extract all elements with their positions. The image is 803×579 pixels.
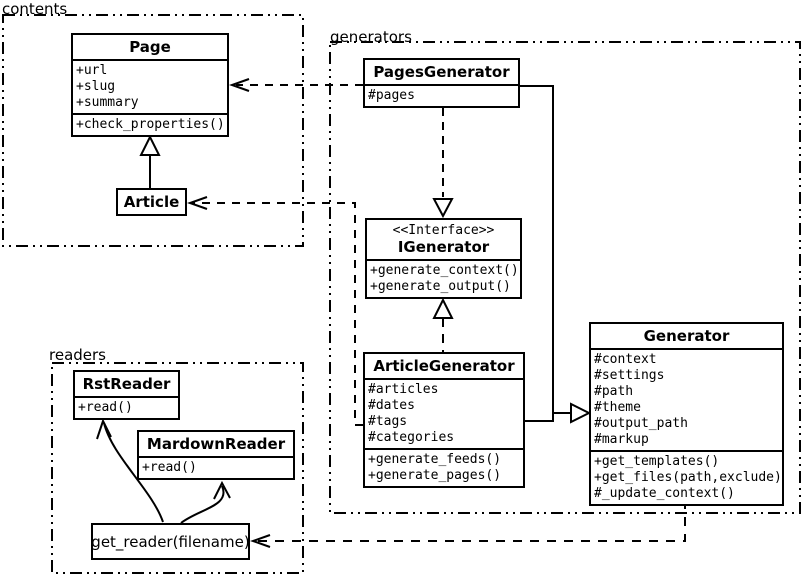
class-articlegenerator-title: ArticleGenerator bbox=[373, 357, 515, 375]
edge-articlegenerator-implements-igenerator bbox=[432, 297, 454, 352]
class-article: Article bbox=[116, 188, 187, 216]
class-generator-attributes: #context #settings #path #theme #output_… bbox=[591, 348, 782, 450]
class-markdownreader-methods: +read() bbox=[139, 456, 293, 478]
class-page-title: Page bbox=[129, 38, 171, 56]
package-generators-label: generators bbox=[330, 28, 412, 46]
class-page: Page +url +slug +summary +check_properti… bbox=[71, 33, 229, 137]
class-articlegenerator-methods: +generate_feeds() +generate_pages() bbox=[365, 448, 523, 486]
class-rstreader: RstReader +read() bbox=[73, 370, 180, 420]
class-rstreader-title: RstReader bbox=[82, 375, 171, 393]
edge-pagesgenerator-extends-generator bbox=[520, 85, 571, 414]
attribute: #articles bbox=[368, 382, 439, 397]
attribute: +slug bbox=[76, 79, 116, 94]
edge-generator-uses-getreader bbox=[249, 500, 686, 548]
class-article-title: Article bbox=[123, 193, 180, 211]
class-pagesgenerator: PagesGenerator #pages bbox=[363, 58, 520, 108]
class-igenerator-methods: +generate_context() +generate_output() bbox=[367, 259, 520, 297]
edge-articlegenerator-uses-article bbox=[186, 196, 363, 426]
class-igenerator-title: <<Interface>> IGenerator bbox=[367, 220, 520, 259]
package-contents-label: contents bbox=[2, 0, 68, 18]
method: +generate_feeds() bbox=[368, 452, 502, 467]
method: +check_properties() bbox=[76, 117, 225, 132]
class-generator-title: Generator bbox=[643, 327, 730, 345]
attribute: #markup bbox=[594, 432, 649, 447]
method: #_update_context() bbox=[594, 486, 735, 501]
attribute: #settings bbox=[594, 368, 665, 383]
class-generator-methods: +get_templates() +get_files(path,exclude… bbox=[591, 450, 782, 504]
class-pagesgenerator-attributes: #pages bbox=[365, 84, 518, 106]
method: +read() bbox=[142, 460, 197, 475]
class-pagesgenerator-title: PagesGenerator bbox=[373, 63, 510, 81]
class-generator: Generator #context #settings #path #them… bbox=[589, 322, 784, 506]
attribute: #output_path bbox=[594, 416, 688, 431]
edge-getreader-to-markdownreader bbox=[180, 480, 231, 524]
package-generators-border bbox=[329, 41, 801, 514]
attribute: #context bbox=[594, 352, 657, 367]
class-articlegenerator: ArticleGenerator #articles #dates #tags … bbox=[363, 352, 525, 488]
method: +get_templates() bbox=[594, 454, 720, 469]
method: +generate_context() bbox=[370, 263, 519, 278]
edge-getreader-to-rstreader bbox=[96, 418, 164, 523]
attribute: #path bbox=[594, 384, 634, 399]
edge-article-extends-page bbox=[139, 134, 161, 188]
edge-pagesgenerator-implements-igenerator bbox=[432, 108, 454, 219]
package-readers-label: readers bbox=[49, 346, 106, 364]
edge-pagesgenerator-uses-page bbox=[228, 78, 363, 92]
method: +read() bbox=[78, 400, 133, 415]
class-markdownreader: MardownReader +read() bbox=[137, 430, 295, 480]
class-page-methods: +check_properties() bbox=[73, 113, 227, 135]
attribute: +summary bbox=[76, 95, 139, 110]
class-igenerator-stereotype: <<Interface>> bbox=[392, 223, 495, 238]
edge-articlegenerator-extends-generator bbox=[525, 402, 592, 424]
attribute: #categories bbox=[368, 430, 455, 445]
class-articlegenerator-attributes: #articles #dates #tags #categories bbox=[365, 378, 523, 448]
class-igenerator: <<Interface>> IGenerator +generate_conte… bbox=[365, 218, 522, 299]
node-get-reader: get_reader(filename) bbox=[91, 523, 250, 560]
method: +get_files(path,exclude) bbox=[594, 470, 782, 485]
attribute: #pages bbox=[368, 88, 415, 103]
attribute: #dates bbox=[368, 398, 415, 413]
attribute: +url bbox=[76, 63, 108, 78]
attribute: #tags bbox=[368, 414, 408, 429]
package-readers-border bbox=[51, 362, 304, 574]
class-markdownreader-title: MardownReader bbox=[146, 435, 286, 453]
method: +generate_output() bbox=[370, 279, 511, 294]
package-contents-border bbox=[2, 14, 304, 247]
method: +generate_pages() bbox=[368, 468, 502, 483]
class-igenerator-name: IGenerator bbox=[397, 238, 490, 256]
class-rstreader-methods: +read() bbox=[75, 396, 178, 418]
attribute: #theme bbox=[594, 400, 641, 415]
class-page-attributes: +url +slug +summary bbox=[73, 59, 227, 113]
